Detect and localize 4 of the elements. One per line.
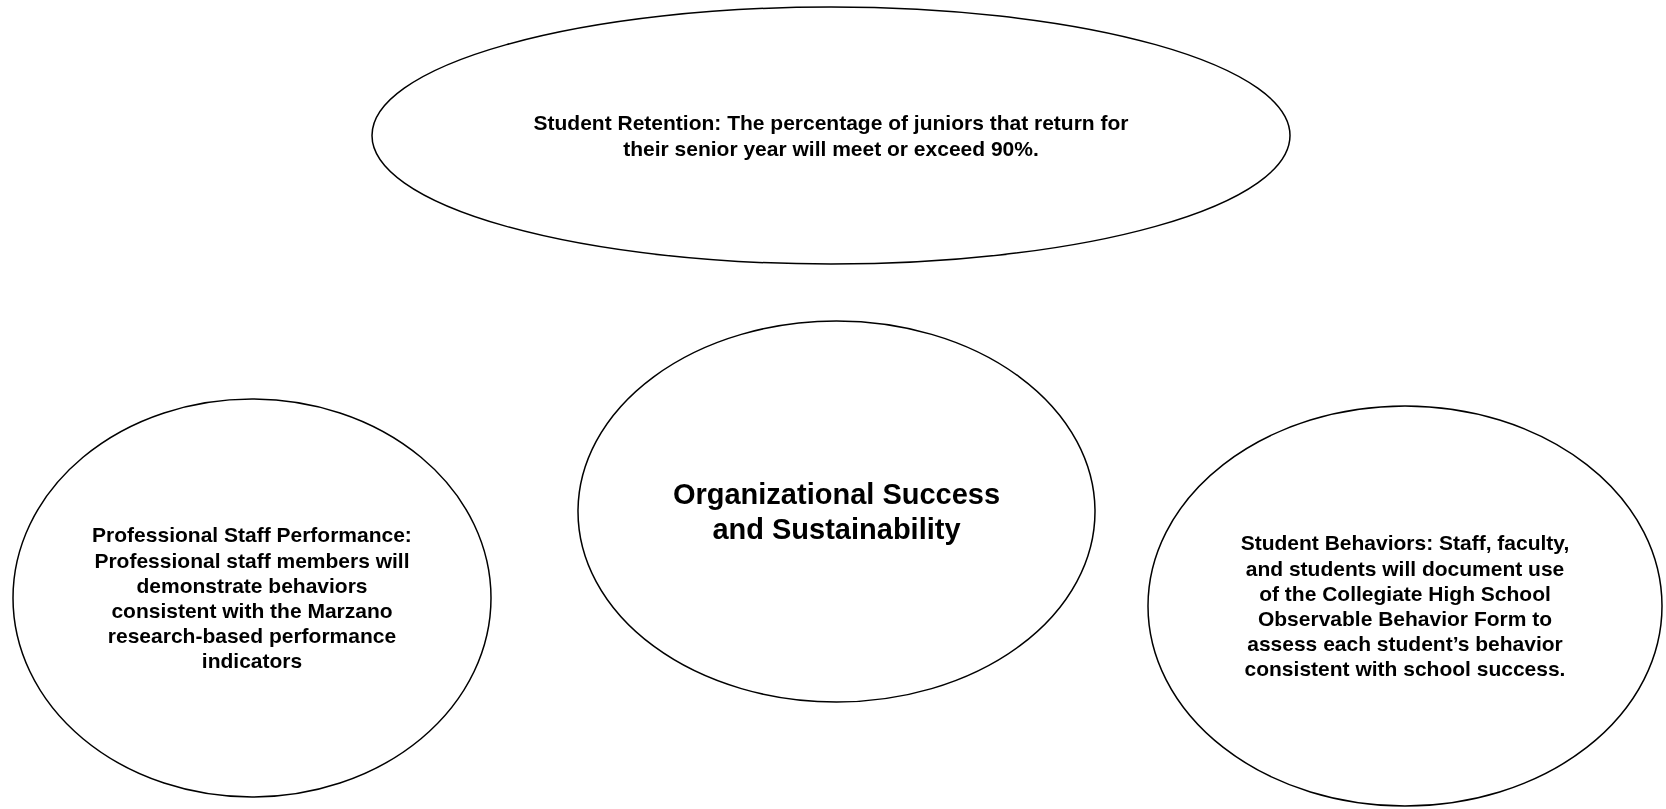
goal-text: Organizational Success and Sustainability: [671, 476, 1002, 547]
goal-text: Professional Staff Performance: Professional staff members will demonstrate behaviors consistent with the Marzano research-based performance indicators: [91, 522, 413, 674]
goal-text: Student Behaviors: Staff, faculty, and students will document use of the Collegiate High School Observable Behavior Form to assess each student’s behavior consistent with school success.: [1240, 530, 1570, 682]
goal-text: Student Retention: The percentage of juniors that return for their senior year will meet or exceed 90%.: [532, 110, 1130, 161]
